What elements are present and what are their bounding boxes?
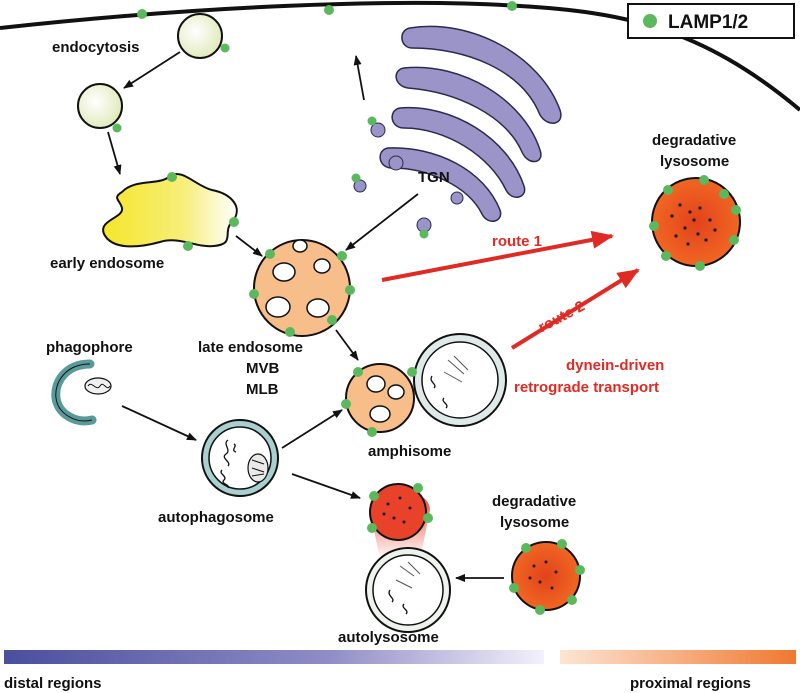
label-degradative-lysosome-bottom-1: degradative: [492, 493, 576, 510]
label-endocytosis: endocytosis: [52, 39, 140, 56]
label-dynein-driven: dynein-driven: [566, 357, 664, 374]
label-late-endosome: late endosome: [198, 339, 303, 356]
early-endosome: [102, 172, 239, 251]
label-route-1: route 1: [492, 233, 542, 250]
label-distal-regions: distal regions: [4, 675, 102, 692]
label-autolysosome: autolysosome: [338, 629, 439, 646]
tgn-lamp-dots: [351, 116, 429, 239]
label-mvb: MVB: [246, 360, 280, 377]
label-early-endosome: early endosome: [50, 255, 164, 272]
label-mlb: MLB: [246, 381, 279, 398]
endocytic-vesicle-2: [77, 83, 123, 133]
label-degradative-lysosome-top-1: degradative: [652, 132, 736, 149]
membrane-lamp-dots: [137, 1, 517, 19]
late-endosome: [249, 239, 355, 337]
label-proximal-regions: proximal regions: [630, 675, 751, 692]
legend: LAMP1/2: [627, 3, 795, 39]
amphisome: [341, 333, 507, 437]
label-degradative-lysosome-top-2: lysosome: [660, 153, 729, 170]
legend-label: LAMP1/2: [668, 12, 748, 33]
label-tgn: TGN: [418, 169, 450, 186]
label-autophagosome: autophagosome: [158, 509, 274, 526]
route-2-arrow: [510, 268, 640, 350]
phagophore: [51, 359, 112, 426]
label-phagophore: phagophore: [46, 339, 133, 356]
route-1-arrow: [381, 230, 614, 282]
degradative-lysosome-top: [649, 175, 741, 271]
pathway-arrows: [107, 51, 504, 582]
golgi-tgn: [379, 25, 562, 222]
degradative-lysosome-bottom: [509, 539, 585, 615]
autophagosome: [201, 419, 279, 497]
label-amphisome: amphisome: [368, 443, 451, 460]
label-route-2: route 2: [536, 298, 588, 336]
proximal-gradient-bar: [560, 650, 796, 664]
endocytic-vesicle: [177, 13, 230, 59]
label-degradative-lysosome-bottom-2: lysosome: [500, 514, 569, 531]
label-retrograde-transport: retrograde transport: [514, 379, 659, 396]
plasma-membrane: [0, 0, 800, 112]
tgn-vesicles: [353, 122, 464, 233]
distal-gradient-bar: [4, 650, 544, 664]
autolysosome: [365, 483, 451, 633]
legend-marker: [643, 14, 657, 28]
